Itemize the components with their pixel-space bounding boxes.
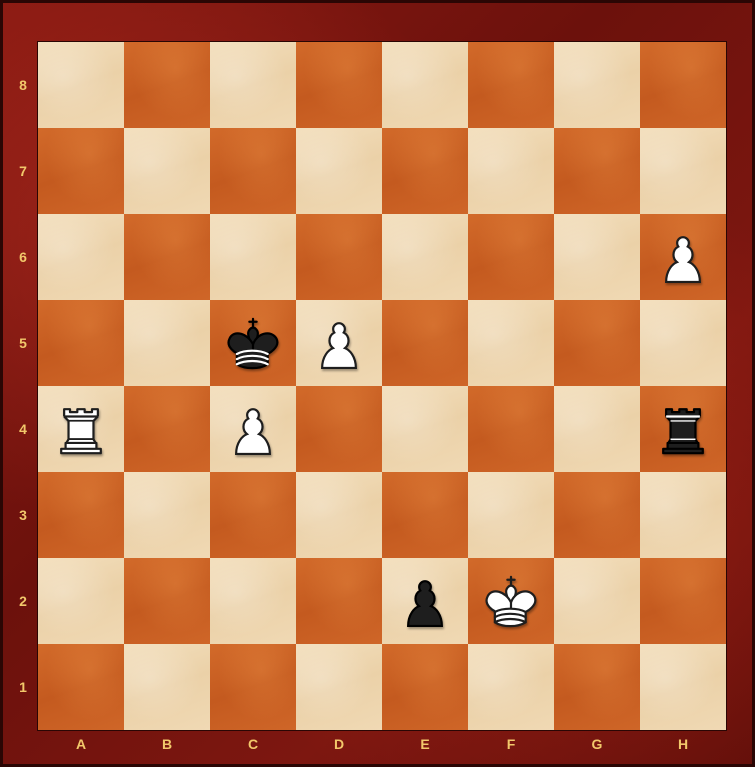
- chess-board[interactable]: [38, 42, 726, 730]
- rank-label-1: 1: [14, 679, 32, 695]
- square-c2[interactable]: [210, 558, 296, 644]
- square-d8[interactable]: [296, 42, 382, 128]
- square-b7[interactable]: [124, 128, 210, 214]
- square-h5[interactable]: [640, 300, 726, 386]
- square-b8[interactable]: [124, 42, 210, 128]
- rank-label-3: 3: [14, 507, 32, 523]
- square-g7[interactable]: [554, 128, 640, 214]
- square-e4[interactable]: [382, 386, 468, 472]
- square-h8[interactable]: [640, 42, 726, 128]
- square-f8[interactable]: [468, 42, 554, 128]
- rank-label-7: 7: [14, 163, 32, 179]
- square-e7[interactable]: [382, 128, 468, 214]
- square-a6[interactable]: [38, 214, 124, 300]
- square-e1[interactable]: [382, 644, 468, 730]
- square-b3[interactable]: [124, 472, 210, 558]
- white-pawn-icon[interactable]: [640, 214, 726, 300]
- square-b6[interactable]: [124, 214, 210, 300]
- square-g8[interactable]: [554, 42, 640, 128]
- file-label-c: C: [210, 736, 296, 752]
- file-label-e: E: [382, 736, 468, 752]
- square-e8[interactable]: [382, 42, 468, 128]
- square-d1[interactable]: [296, 644, 382, 730]
- file-label-b: B: [124, 736, 210, 752]
- square-h3[interactable]: [640, 472, 726, 558]
- rank-label-8: 8: [14, 77, 32, 93]
- square-f3[interactable]: [468, 472, 554, 558]
- file-label-g: G: [554, 736, 640, 752]
- square-g2[interactable]: [554, 558, 640, 644]
- white-king-icon[interactable]: [468, 558, 554, 644]
- white-pawn-icon[interactable]: [296, 300, 382, 386]
- square-f4[interactable]: [468, 386, 554, 472]
- square-e3[interactable]: [382, 472, 468, 558]
- square-g1[interactable]: [554, 644, 640, 730]
- square-f6[interactable]: [468, 214, 554, 300]
- square-c1[interactable]: [210, 644, 296, 730]
- square-e6[interactable]: [382, 214, 468, 300]
- square-d5[interactable]: [296, 300, 382, 386]
- rank-label-6: 6: [14, 249, 32, 265]
- file-label-d: D: [296, 736, 382, 752]
- square-c6[interactable]: [210, 214, 296, 300]
- square-d4[interactable]: [296, 386, 382, 472]
- black-pawn-icon[interactable]: [382, 558, 468, 644]
- white-pawn-icon[interactable]: [210, 386, 296, 472]
- square-f2[interactable]: [468, 558, 554, 644]
- rank-label-4: 4: [14, 421, 32, 437]
- square-h7[interactable]: [640, 128, 726, 214]
- square-g6[interactable]: [554, 214, 640, 300]
- square-h6[interactable]: [640, 214, 726, 300]
- black-rook-icon[interactable]: [640, 386, 726, 472]
- square-a4[interactable]: [38, 386, 124, 472]
- file-label-f: F: [468, 736, 554, 752]
- square-b5[interactable]: [124, 300, 210, 386]
- square-d2[interactable]: [296, 558, 382, 644]
- square-b2[interactable]: [124, 558, 210, 644]
- white-rook-icon[interactable]: [38, 386, 124, 472]
- square-g5[interactable]: [554, 300, 640, 386]
- square-c4[interactable]: [210, 386, 296, 472]
- square-d6[interactable]: [296, 214, 382, 300]
- square-d3[interactable]: [296, 472, 382, 558]
- square-f5[interactable]: [468, 300, 554, 386]
- square-c5[interactable]: [210, 300, 296, 386]
- file-label-a: A: [38, 736, 124, 752]
- square-e2[interactable]: [382, 558, 468, 644]
- square-c3[interactable]: [210, 472, 296, 558]
- square-c8[interactable]: [210, 42, 296, 128]
- rank-label-2: 2: [14, 593, 32, 609]
- square-b1[interactable]: [124, 644, 210, 730]
- square-b4[interactable]: [124, 386, 210, 472]
- square-e5[interactable]: [382, 300, 468, 386]
- square-h4[interactable]: [640, 386, 726, 472]
- square-f1[interactable]: [468, 644, 554, 730]
- square-f7[interactable]: [468, 128, 554, 214]
- square-g3[interactable]: [554, 472, 640, 558]
- square-a8[interactable]: [38, 42, 124, 128]
- square-d7[interactable]: [296, 128, 382, 214]
- rank-label-5: 5: [14, 335, 32, 351]
- black-king-icon[interactable]: [210, 300, 296, 386]
- square-c7[interactable]: [210, 128, 296, 214]
- square-a3[interactable]: [38, 472, 124, 558]
- square-h1[interactable]: [640, 644, 726, 730]
- square-h2[interactable]: [640, 558, 726, 644]
- square-a1[interactable]: [38, 644, 124, 730]
- file-label-h: H: [640, 736, 726, 752]
- square-a5[interactable]: [38, 300, 124, 386]
- square-g4[interactable]: [554, 386, 640, 472]
- square-a7[interactable]: [38, 128, 124, 214]
- square-a2[interactable]: [38, 558, 124, 644]
